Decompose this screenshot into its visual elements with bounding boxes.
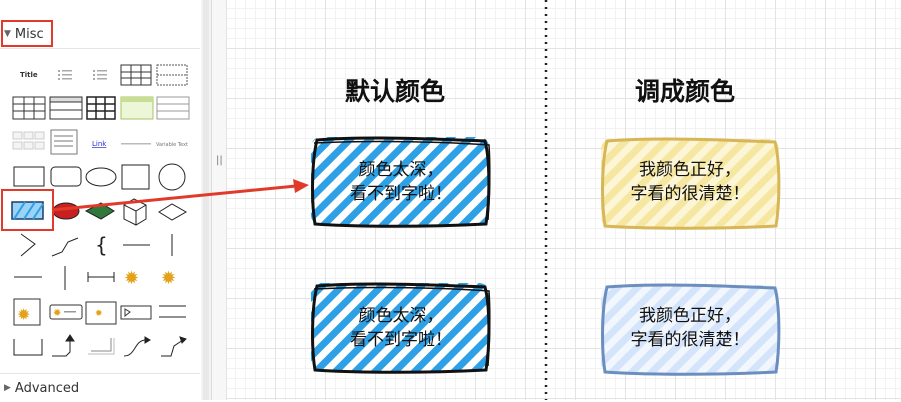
svg-text:✹: ✹ [17, 305, 30, 324]
advanced-section-label: Advanced [14, 380, 80, 396]
shape-variable-text-label: Variable Text [156, 142, 188, 148]
yellow-card[interactable] [601, 137, 781, 230]
shape-table-dashed[interactable] [156, 64, 188, 86]
shape-shadow-bracket[interactable] [88, 338, 115, 355]
shape-square[interactable] [121, 164, 150, 190]
shape-link[interactable]: Link [92, 140, 107, 148]
yellow-card-line2: 字看的很清楚！ [630, 184, 750, 204]
diagram-canvas[interactable]: 默认颜色 调成颜色 颜色太深， 看不到字啦！ 颜色太深， 看不到字啦！ 我颜色正… [227, 0, 901, 400]
shape-title-label: Title [20, 71, 38, 79]
shape-dimension-line[interactable] [87, 272, 115, 282]
dark-card-bottom-line2: 看不到字啦！ [350, 330, 452, 350]
blue-card[interactable] [601, 283, 781, 376]
splitter-grip-icon: || [216, 155, 223, 166]
shape-rounded-rectangle[interactable] [50, 166, 82, 187]
shape-list-bullets[interactable] [58, 70, 72, 80]
shape-gear-orange[interactable]: ✹ [124, 268, 139, 289]
dark-card-top-line2: 看不到字啦！ [350, 184, 452, 204]
yellow-card-line1: 我颜色正好， [639, 160, 741, 180]
misc-section-header[interactable]: ▼ Misc [0, 20, 200, 49]
shape-link-label: Link [92, 140, 107, 148]
shape-ellipse[interactable] [85, 167, 117, 187]
shape-s-curve-arrow[interactable] [123, 336, 151, 357]
shape-grid-tiles[interactable] [12, 131, 45, 150]
dark-hatched-card-top[interactable] [311, 136, 491, 228]
shape-table-light[interactable] [156, 96, 190, 120]
shape-curly-brace[interactable]: { [95, 233, 108, 257]
shape-play-bar[interactable] [120, 305, 152, 320]
shape-table-green[interactable] [120, 96, 154, 120]
dark-card-bottom-text: 颜色太深， 看不到字啦！ [315, 304, 487, 352]
shape-green-diamond[interactable] [84, 202, 115, 220]
shape-title[interactable]: Title [20, 71, 38, 79]
shape-table-titled[interactable] [49, 96, 83, 120]
shape-arrow-curve-up[interactable] [52, 334, 75, 357]
shape-table-header[interactable] [12, 96, 46, 120]
shape-diamond[interactable] [158, 203, 188, 221]
dark-card-top-line1: 颜色太深， [358, 160, 444, 180]
shape-red-ellipse[interactable] [52, 202, 80, 220]
shape-cube[interactable] [123, 198, 147, 226]
shape-zigzag-line[interactable] [20, 233, 36, 257]
shape-table-grid[interactable] [120, 64, 152, 86]
shape-list-numbers[interactable] [93, 70, 107, 80]
shape-gear-tile[interactable]: ✹ [13, 298, 41, 326]
hatched-shape-highlight-box [1, 189, 54, 231]
dark-card-bottom-line1: 颜色太深， [358, 306, 444, 326]
expand-triangle-icon: ▶ [4, 383, 11, 393]
misc-section-label: Misc [14, 26, 44, 42]
shape-tooltip-text[interactable] [121, 143, 151, 145]
shape-diagonal-line[interactable] [51, 237, 79, 257]
shape-circle[interactable] [158, 163, 186, 191]
shape-gear-card[interactable]: ✹ [85, 301, 117, 325]
svg-text:{: { [95, 233, 108, 257]
collapse-triangle-icon: ▼ [4, 29, 11, 39]
shape-step-arrow[interactable] [161, 336, 187, 357]
dark-card-top-text: 颜色太深， 看不到字啦！ [315, 158, 487, 206]
shape-hatched-rectangle[interactable] [11, 201, 44, 220]
canvas-drawing [311, 0, 781, 400]
misc-highlight-box [1, 20, 53, 47]
shape-variable-text[interactable]: Variable Text [156, 142, 188, 148]
shape-table-bold[interactable] [86, 96, 116, 120]
scrollbar-thumb[interactable] [203, 0, 209, 400]
svg-text:✹: ✹ [161, 268, 176, 289]
shape-bracket-open[interactable] [13, 339, 43, 356]
shape-double-line[interactable] [159, 305, 186, 318]
yellow-card-text: 我颜色正好， 字看的很清楚！ [603, 158, 777, 206]
blue-card-line1: 我颜色正好， [639, 306, 741, 326]
shape-gear-orange-2[interactable]: ✹ [161, 268, 176, 289]
svg-text:✹: ✹ [124, 268, 139, 289]
blue-card-text: 我颜色正好， 字看的很清楚！ [603, 304, 777, 352]
panel-splitter[interactable]: || [212, 0, 227, 400]
misc-shape-palette: Title [11, 64, 190, 357]
advanced-section-header[interactable]: ▶ Advanced [0, 373, 200, 402]
shape-gear-bar[interactable]: ✹ [49, 304, 83, 320]
shape-text-list[interactable] [50, 129, 78, 155]
shape-rectangle[interactable] [13, 166, 45, 187]
svg-text:✹: ✹ [53, 308, 61, 319]
left-column-title: 默认颜色 [345, 77, 446, 106]
right-column-title: 调成颜色 [635, 77, 736, 106]
blue-card-line2: 字看的很清楚！ [630, 330, 750, 350]
dark-hatched-card-bottom[interactable] [311, 282, 491, 374]
shape-sidebar: ▼ Misc Title [0, 0, 202, 400]
svg-text:✹: ✹ [95, 309, 103, 319]
sidebar-scrollbar[interactable] [201, 0, 212, 400]
